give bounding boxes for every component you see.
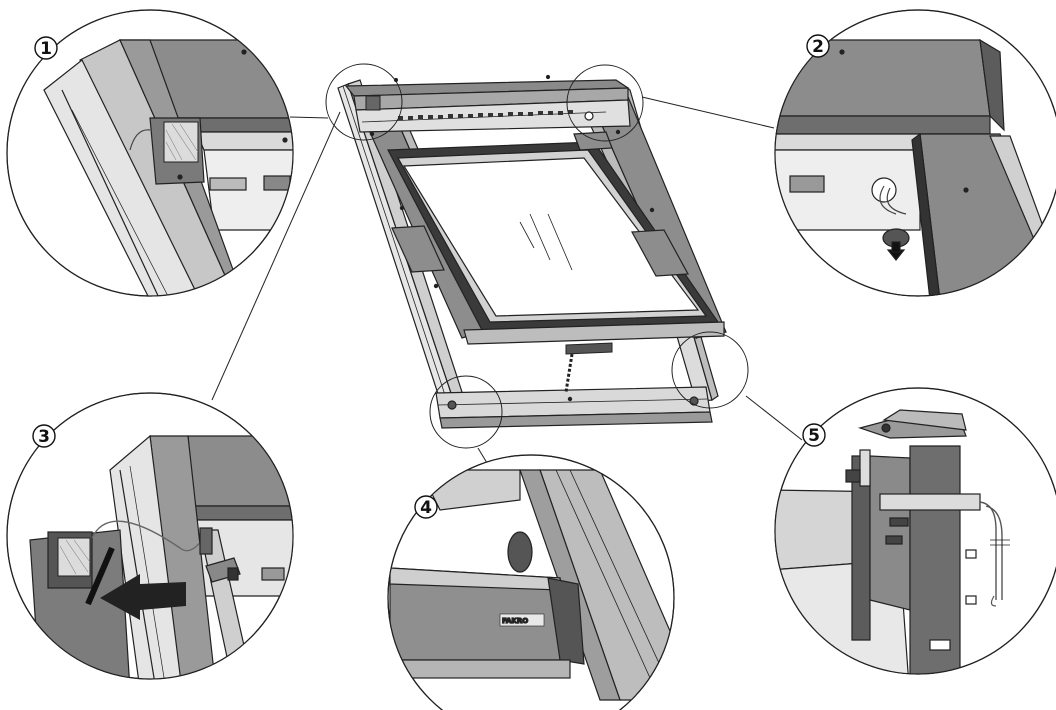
sash-cross-bars [391, 131, 689, 277]
detail-5 [774, 387, 1056, 675]
detail-4: FAKRO [387, 454, 675, 710]
window-top-bar [344, 74, 631, 133]
step-badge-4: 4 [414, 495, 438, 519]
zoom-marker-4 [429, 375, 503, 449]
step-number-2: 2 [812, 37, 824, 57]
detail-1 [6, 9, 294, 297]
zoom-marker-1 [325, 63, 403, 141]
zoom-markers [325, 63, 749, 449]
leader-lines [211, 96, 803, 469]
zoom-marker-5 [671, 331, 749, 409]
step-number-4: 4 [420, 498, 432, 518]
step-badge-5: 5 [802, 423, 826, 447]
step-number-1: 1 [40, 39, 52, 59]
step-number-5: 5 [808, 426, 820, 446]
motor-box [365, 95, 381, 111]
brand-logo-text: FAKRO [502, 617, 528, 625]
zoom-marker-2 [566, 64, 644, 142]
sash-glazing [387, 141, 725, 345]
step-badge-1: 1 [34, 36, 58, 60]
step-number-3: 3 [38, 427, 50, 447]
window-bottom-frame [435, 386, 713, 429]
ventilation-slots [398, 110, 573, 120]
opening-arm [564, 342, 613, 393]
roof-window [337, 74, 727, 429]
step-badge-2: 2 [806, 34, 830, 58]
step-badge-3: 3 [32, 424, 56, 448]
